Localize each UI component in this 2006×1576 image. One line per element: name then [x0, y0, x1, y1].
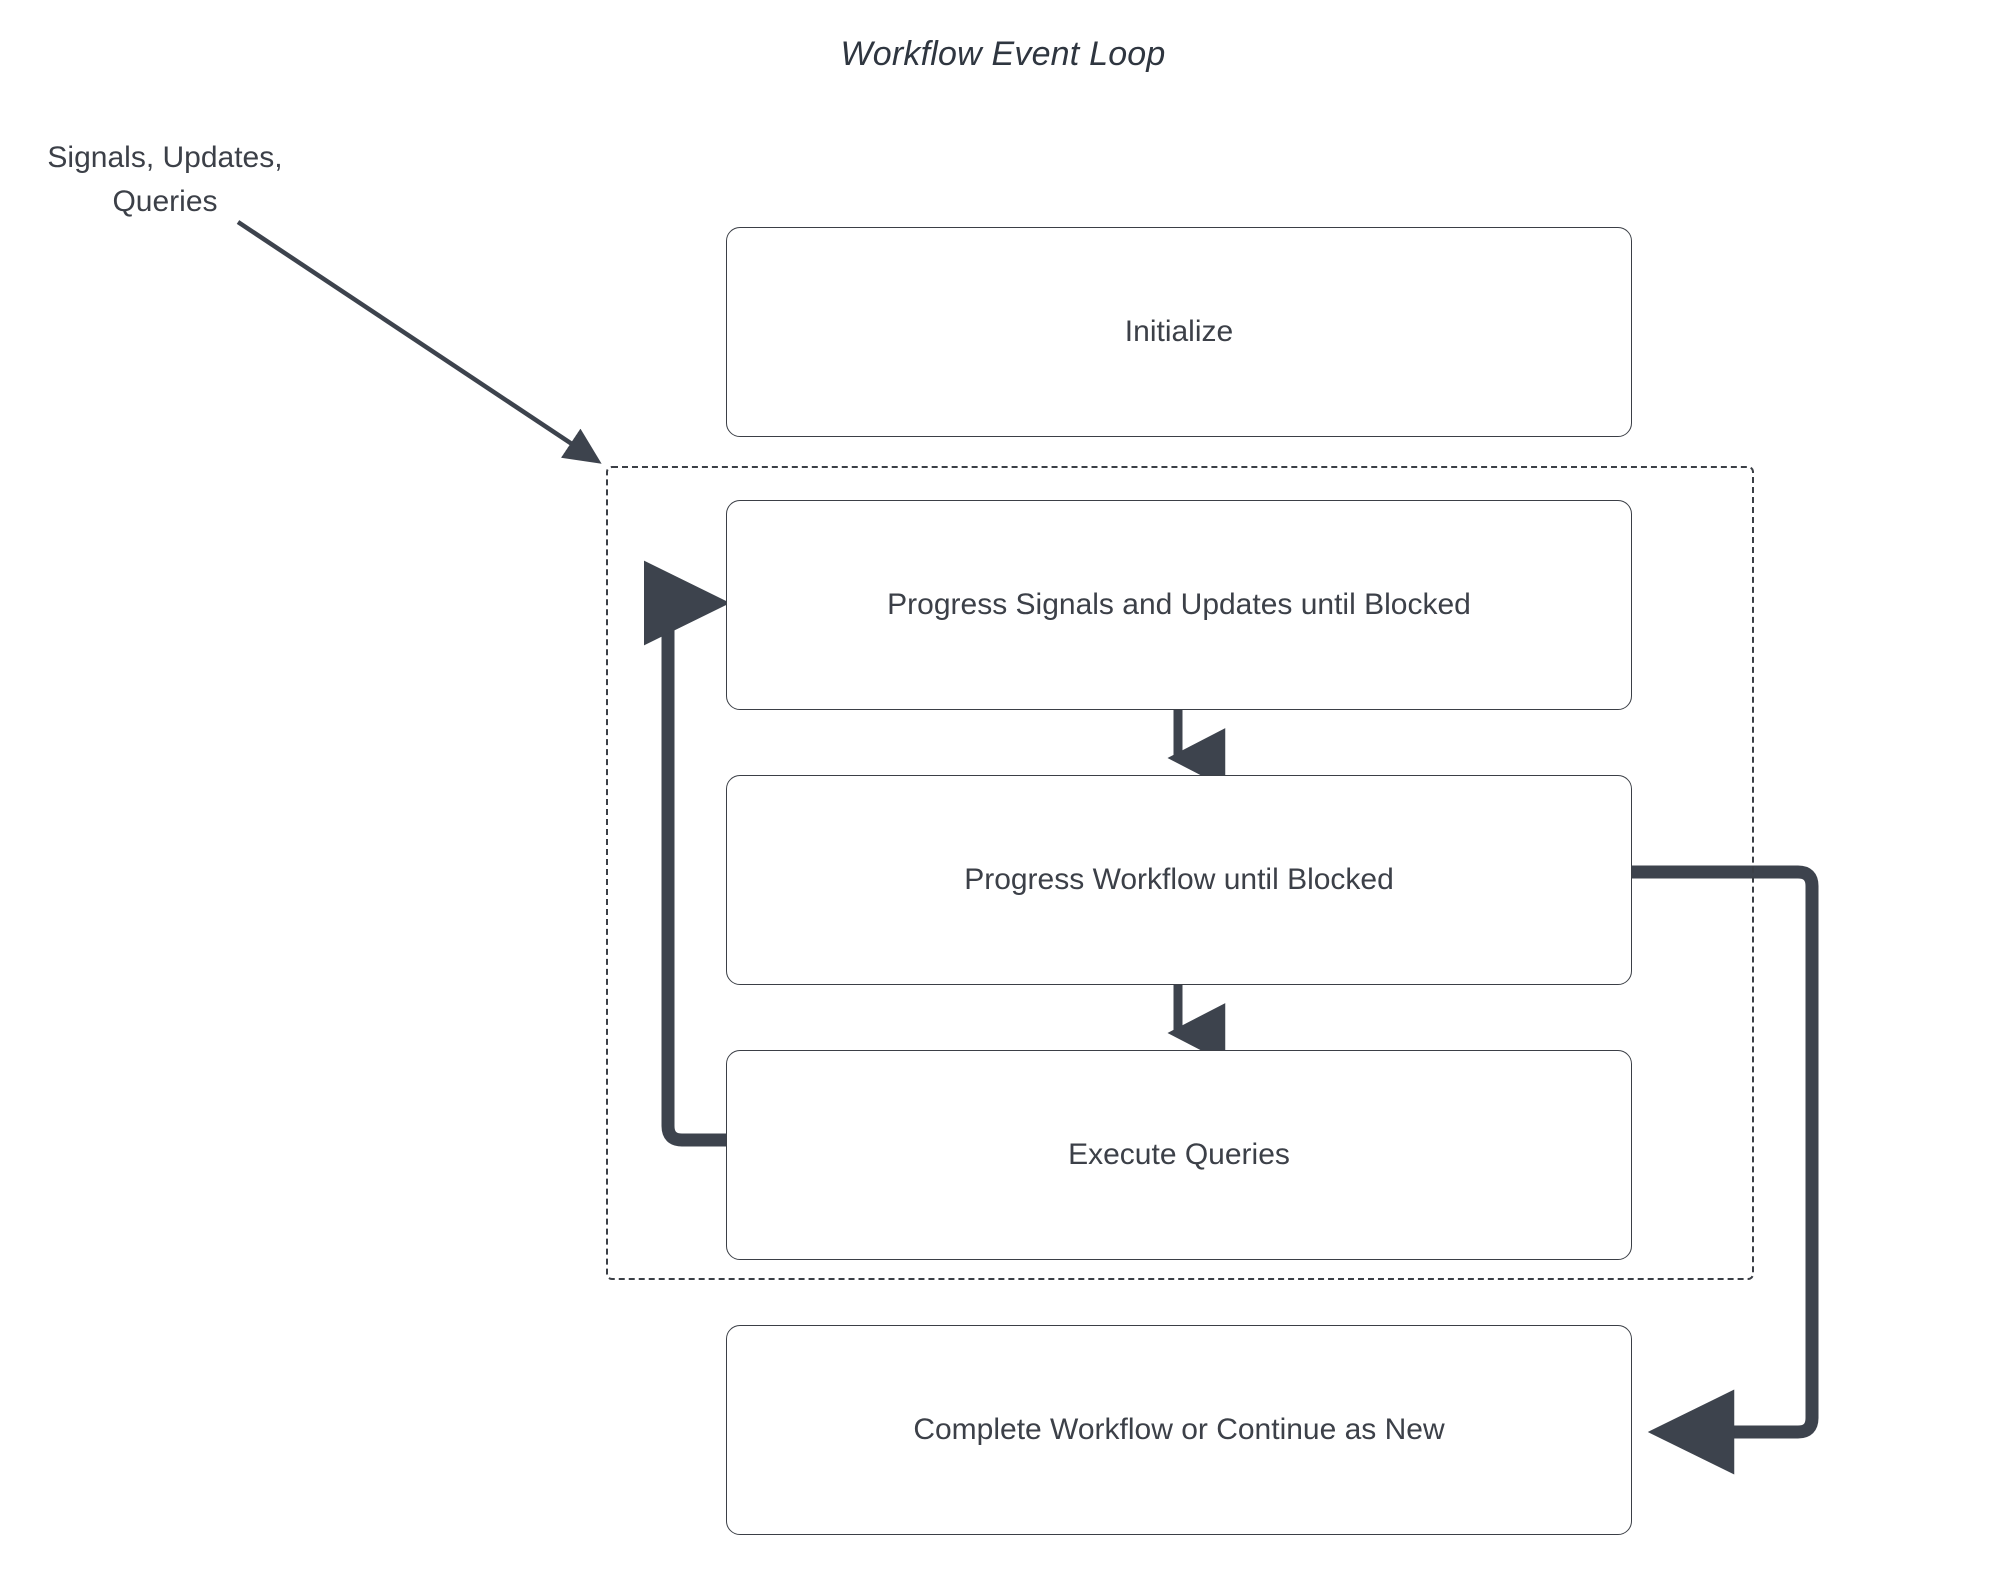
edge-queries-loopback-to-signals	[643, 560, 731, 1147]
node-complete-workflow-label: Complete Workflow or Continue as New	[913, 1413, 1445, 1446]
node-progress-signals-label: Progress Signals and Updates until Block…	[887, 588, 1471, 621]
edge-external-to-group	[236, 220, 602, 464]
node-progress-workflow[interactable]: Progress Workflow until Blocked	[726, 775, 1632, 985]
external-input-label-line2: Queries	[112, 185, 218, 218]
node-execute-queries[interactable]: Execute Queries	[726, 1050, 1632, 1260]
node-initialize-label: Initialize	[1124, 315, 1234, 348]
edge-workflow-to-complete	[1632, 865, 1819, 1475]
node-complete-workflow[interactable]: Complete Workflow or Continue as New	[726, 1325, 1632, 1535]
page-title: Workflow Event Loop	[840, 35, 1166, 73]
external-input-label: Signals, Updates, Queries	[20, 136, 310, 224]
node-progress-signals[interactable]: Progress Signals and Updates until Block…	[726, 500, 1632, 710]
node-progress-workflow-label: Progress Workflow until Blocked	[964, 863, 1394, 896]
node-execute-queries-label: Execute Queries	[1068, 1138, 1290, 1171]
external-input-label-line1: Signals, Updates,	[47, 141, 283, 174]
node-initialize[interactable]: Initialize	[726, 227, 1632, 437]
event-loop-dashed-group	[606, 466, 1754, 1280]
